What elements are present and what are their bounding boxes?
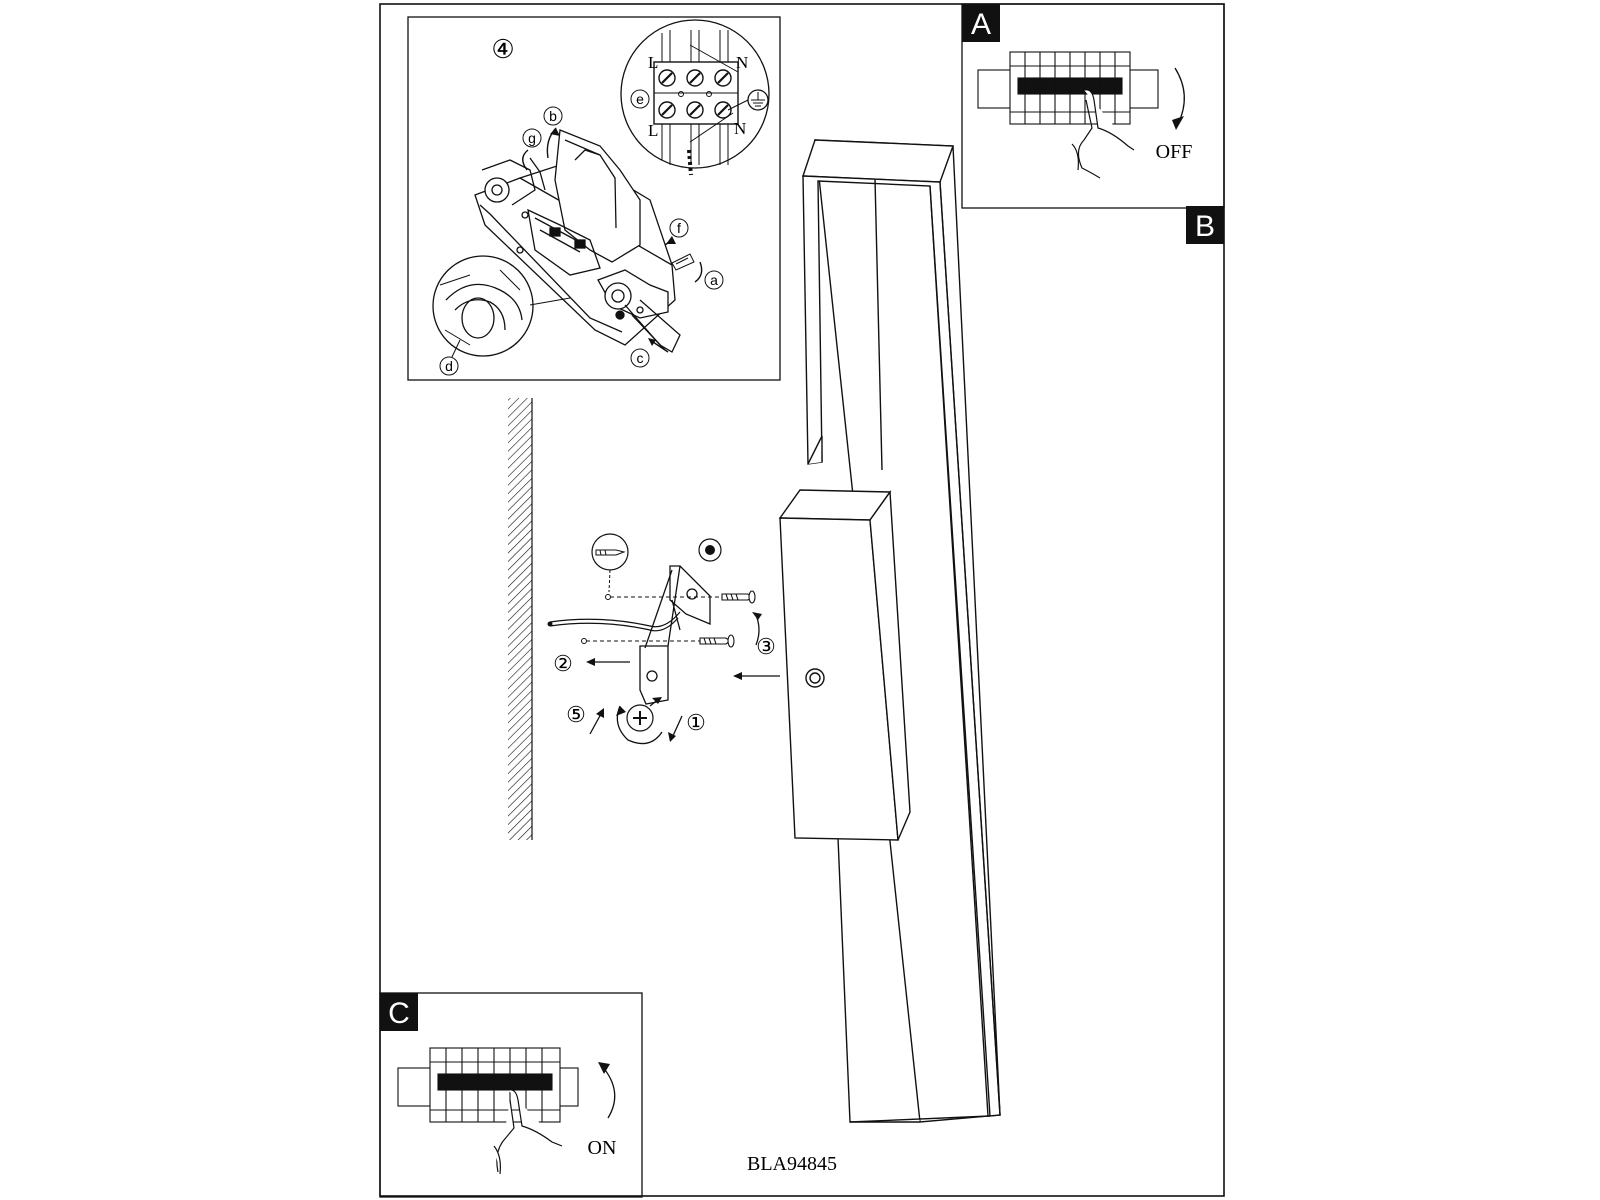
screwdriver-rotate xyxy=(616,704,663,745)
breaker-panel-icon xyxy=(977,51,1159,125)
step-1-label: ① xyxy=(686,710,706,735)
wall-plug-icon xyxy=(591,533,629,593)
callout-f-circle xyxy=(669,218,689,238)
terminal-label-n-top: N xyxy=(736,53,748,72)
callout-b: b xyxy=(549,108,557,124)
callout-c-circle xyxy=(630,348,650,368)
panel-a-caption: OFF xyxy=(1156,141,1193,163)
hand-icon xyxy=(493,1089,563,1175)
step-2-label: ② xyxy=(553,651,573,676)
terminal-label-l-bottom: L xyxy=(648,121,658,140)
wall-hatch xyxy=(508,398,532,840)
document-code: BLA94845 xyxy=(747,1153,837,1175)
hand-icon xyxy=(1071,89,1135,179)
step-5-label: ⑤ xyxy=(566,702,586,727)
panel-b-label-bg xyxy=(1186,206,1224,244)
panel-a-label-bg xyxy=(962,4,1000,42)
callout-d-circle xyxy=(439,356,459,376)
callout-f: f xyxy=(677,220,681,236)
step-3-label: ③ xyxy=(756,634,776,659)
terminal-label-n-bottom: N xyxy=(734,119,746,138)
panel-c-letter: C xyxy=(388,997,410,1030)
washer-icon xyxy=(698,538,722,562)
panel-c-label-bg xyxy=(380,993,418,1031)
callout-a-circle xyxy=(704,270,724,290)
callout-a: a xyxy=(710,272,718,288)
panel-c: C ON xyxy=(379,992,643,1198)
page-frame xyxy=(379,3,1225,1197)
rotate-down-arrow xyxy=(1174,67,1185,125)
step-number-4: ④ xyxy=(491,34,514,64)
panel-c-caption: ON xyxy=(588,1137,617,1159)
terminal-block-magnifier: L N L N xyxy=(620,19,770,176)
callout-c: c xyxy=(637,350,644,366)
callout-e: e xyxy=(636,91,644,107)
panel-a-letter: A xyxy=(971,8,991,41)
screw-icon xyxy=(671,253,695,271)
callout-g: g xyxy=(528,130,536,146)
panel-a: A OFF xyxy=(961,3,1225,209)
mounting-bracket xyxy=(639,565,711,705)
callout-g-circle xyxy=(522,128,542,148)
panel-b-letter: B xyxy=(1195,210,1215,243)
screw-bottom xyxy=(699,634,735,648)
arrow-step-1 xyxy=(671,715,683,739)
screw-top xyxy=(721,590,756,604)
earth-ground-icon xyxy=(727,89,769,111)
breaker-panel-icon xyxy=(397,1047,579,1123)
callout-b-circle xyxy=(543,106,563,126)
power-cable xyxy=(549,611,681,628)
callout-e-circle xyxy=(630,89,650,109)
wiring-detail-panel: ④ L N L N xyxy=(407,16,781,381)
terminal-label-l-top: L xyxy=(648,53,658,72)
connection-box-drawing xyxy=(474,129,681,353)
wall-light-fixture xyxy=(802,139,1001,1123)
cable-clamp-magnifier xyxy=(432,255,571,357)
mounting-plate-box xyxy=(778,489,911,841)
callout-d: d xyxy=(445,358,453,374)
